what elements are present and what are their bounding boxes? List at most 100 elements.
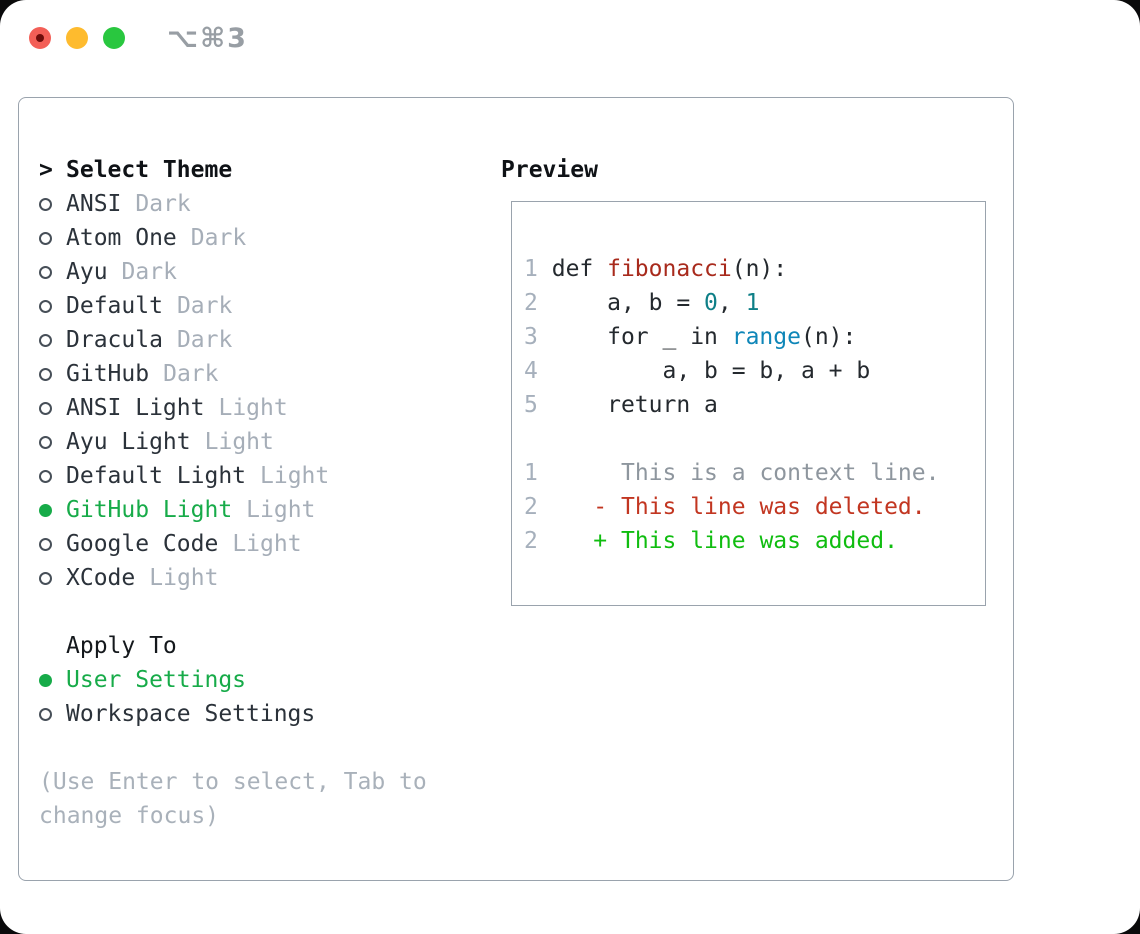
code-token: 1 bbox=[745, 290, 760, 316]
radio-slot bbox=[39, 537, 66, 551]
theme-name: XCode bbox=[66, 565, 136, 591]
apply-to-option[interactable]: User Settings bbox=[39, 663, 489, 697]
code-line: 5 return a bbox=[524, 388, 985, 422]
spacer bbox=[39, 731, 489, 765]
code-token: fibonacci bbox=[607, 256, 732, 282]
radio-slot bbox=[39, 299, 66, 313]
code-token: (n): bbox=[731, 256, 788, 282]
code-line: 3 for _ in range(n): bbox=[524, 320, 985, 354]
theme-option[interactable]: Ayu Dark bbox=[39, 255, 489, 289]
diff-line-context: 1 This is a context line. bbox=[524, 456, 985, 490]
radio-slot bbox=[39, 367, 66, 381]
radio-selected-icon bbox=[39, 503, 52, 517]
radio-icon bbox=[39, 231, 52, 245]
preview-title: Preview bbox=[501, 157, 598, 183]
radio-slot bbox=[39, 197, 66, 211]
radio-icon bbox=[39, 333, 52, 347]
code-token: a, b = bbox=[551, 290, 705, 316]
line-number: 4 bbox=[524, 358, 538, 384]
record-dot-icon bbox=[36, 34, 44, 42]
line-number: 5 bbox=[524, 392, 538, 418]
line-number: 3 bbox=[524, 324, 538, 350]
radio-icon bbox=[39, 435, 52, 449]
diff-marker: - bbox=[593, 494, 608, 520]
radio-icon bbox=[39, 299, 52, 313]
radio-icon bbox=[39, 401, 52, 415]
radio-slot bbox=[39, 571, 66, 585]
radio-slot bbox=[39, 401, 66, 415]
zoom-button[interactable] bbox=[103, 27, 125, 49]
minimize-button[interactable] bbox=[66, 27, 88, 49]
theme-name: Ayu bbox=[66, 259, 108, 285]
blank-line bbox=[524, 422, 985, 456]
theme-variant: Light bbox=[218, 395, 288, 421]
theme-variant: Light bbox=[149, 565, 219, 591]
diff-marker: + bbox=[593, 528, 608, 554]
code-token: range bbox=[731, 324, 801, 350]
theme-variant: Dark bbox=[121, 259, 177, 285]
line-number: 1 bbox=[524, 256, 538, 282]
theme-option[interactable]: ANSI Light Light bbox=[39, 391, 489, 425]
close-button[interactable] bbox=[29, 27, 51, 49]
preview-column: Preview 1 def fibonacci(n):2 a, b = 0, 1… bbox=[501, 153, 986, 606]
radio-icon bbox=[39, 367, 52, 381]
radio-icon bbox=[39, 537, 52, 551]
prompt-caret-icon: > bbox=[39, 157, 53, 183]
radio-slot bbox=[39, 503, 66, 517]
theme-variant: Light bbox=[232, 531, 302, 557]
line-number: 2 bbox=[524, 290, 538, 316]
radio-slot bbox=[39, 435, 66, 449]
diff-text: This line was added. bbox=[620, 528, 898, 554]
line-number: 1 bbox=[524, 460, 538, 486]
diff-preview: 1 This is a context line.2 - This line w… bbox=[524, 456, 985, 558]
select-theme-header: > Select Theme bbox=[39, 153, 489, 187]
spacer bbox=[39, 595, 489, 629]
apply-to-name: User Settings bbox=[66, 667, 247, 693]
diff-line-deleted: 2 - This line was deleted. bbox=[524, 490, 985, 524]
theme-variant: Dark bbox=[176, 293, 233, 319]
window-shortcut: ⌥⌘3 bbox=[167, 22, 248, 54]
code-token: 0 bbox=[704, 290, 718, 316]
theme-option[interactable]: Atom One Dark bbox=[39, 221, 489, 255]
theme-variant: Light bbox=[246, 497, 316, 523]
code-token: , bbox=[717, 290, 746, 316]
select-theme-title: Select Theme bbox=[66, 157, 233, 183]
theme-option[interactable]: XCode Light bbox=[39, 561, 489, 595]
theme-name: Default Light bbox=[66, 463, 247, 489]
theme-name: Dracula bbox=[66, 327, 163, 353]
theme-name: ANSI Light bbox=[66, 395, 205, 421]
apply-to-option[interactable]: Workspace Settings bbox=[39, 697, 489, 731]
radio-icon bbox=[39, 707, 52, 721]
theme-variant: Light bbox=[260, 463, 330, 489]
theme-name: Atom One bbox=[66, 225, 177, 251]
theme-variant: Dark bbox=[190, 225, 247, 251]
radio-slot bbox=[39, 333, 66, 347]
code-line: 4 a, b = b, a + b bbox=[524, 354, 985, 388]
radio-slot bbox=[39, 707, 66, 721]
radio-icon bbox=[39, 571, 52, 585]
diff-text: This line was deleted. bbox=[620, 494, 926, 520]
line-number: 2 bbox=[524, 494, 538, 520]
apply-to-name: Workspace Settings bbox=[66, 701, 316, 727]
code-line: 2 a, b = 0, 1 bbox=[524, 286, 985, 320]
theme-option[interactable]: ANSI Dark bbox=[39, 187, 489, 221]
theme-variant: Dark bbox=[135, 191, 191, 217]
code-token: (n): bbox=[800, 324, 857, 350]
theme-variant: Light bbox=[204, 429, 274, 455]
theme-name: ANSI bbox=[66, 191, 122, 217]
theme-option[interactable]: Default Light Light bbox=[39, 459, 489, 493]
radio-slot bbox=[39, 469, 66, 483]
radio-slot bbox=[39, 231, 66, 245]
